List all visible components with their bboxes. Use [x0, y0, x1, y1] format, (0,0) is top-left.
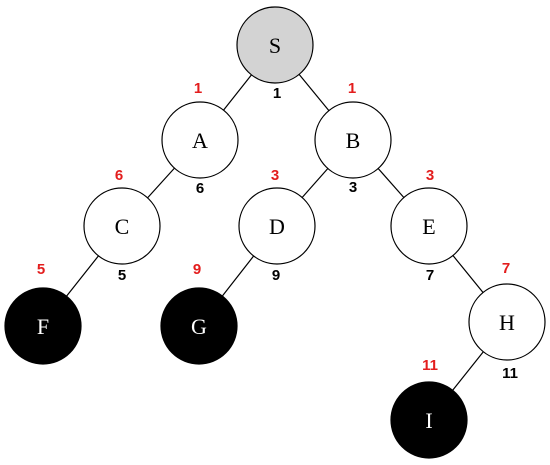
black-value-c: 5	[118, 267, 126, 284]
node-circle	[390, 187, 468, 265]
black-value-a: 6	[196, 180, 204, 197]
node-label: A	[192, 128, 208, 153]
node-label: B	[346, 128, 361, 153]
node-label: I	[425, 408, 432, 433]
edges-layer	[66, 73, 484, 391]
node-label: H	[499, 310, 515, 335]
node-i: I	[390, 381, 468, 459]
node-circle	[161, 101, 239, 179]
red-value-c: 6	[115, 167, 123, 184]
black-value-d: 9	[272, 267, 280, 284]
red-value-d: 3	[271, 167, 279, 184]
red-value-a: 1	[194, 80, 202, 97]
node-h: H	[468, 283, 546, 361]
node-f: F	[4, 287, 82, 365]
edge-a-c	[147, 167, 175, 199]
edge-e-h	[452, 255, 484, 293]
edge-b-d	[301, 168, 329, 198]
node-g: G	[160, 287, 238, 365]
edge-b-e	[377, 168, 405, 198]
black-value-b: 3	[349, 179, 357, 196]
node-label: G	[191, 314, 207, 339]
red-value-h: 7	[502, 260, 510, 277]
red-value-g: 9	[193, 261, 201, 278]
node-circle	[238, 187, 316, 265]
node-d: D	[238, 187, 316, 265]
node-circle	[83, 187, 161, 265]
node-circle	[390, 381, 468, 459]
edge-c-f	[66, 255, 99, 297]
node-circle	[160, 287, 238, 365]
node-b: B	[314, 101, 392, 179]
black-value-e: 7	[426, 267, 434, 284]
node-circle	[314, 101, 392, 179]
nodes-layer: S A B C D E F G H I	[4, 6, 546, 459]
edge-s-a	[223, 74, 252, 111]
node-e: E	[390, 187, 468, 265]
node-circle	[468, 283, 546, 361]
edge-s-b	[298, 73, 330, 112]
edge-h-i	[452, 351, 484, 391]
node-circle	[4, 287, 82, 365]
node-circle	[236, 6, 314, 84]
node-label: C	[115, 214, 130, 239]
edge-d-g	[221, 255, 255, 297]
red-value-e: 3	[426, 167, 434, 184]
red-value-b: 1	[348, 80, 356, 97]
node-s: S	[236, 6, 314, 84]
black-value-h: 11	[502, 365, 518, 382]
node-a: A	[161, 101, 239, 179]
node-label: S	[269, 33, 281, 58]
node-label: D	[269, 214, 285, 239]
black-value-s: 1	[273, 85, 281, 102]
node-label: F	[37, 314, 49, 339]
node-c: C	[83, 187, 161, 265]
red-value-f: 5	[37, 261, 45, 278]
node-label: E	[422, 214, 435, 239]
red-value-i: 11	[422, 357, 438, 374]
